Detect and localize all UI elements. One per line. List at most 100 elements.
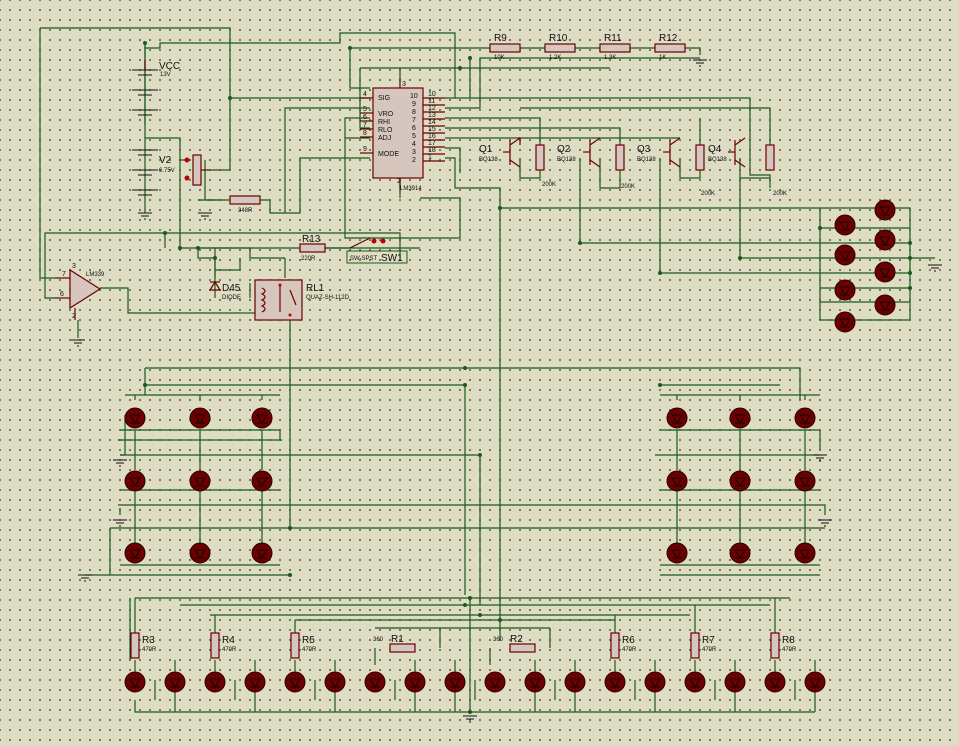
- led: [834, 311, 856, 333]
- transistors: Q1 BQ138 Q2 BQ138 Q3 BQ138 Q4 BQ138: [479, 137, 787, 197]
- q4[interactable]: Q4 BQ138: [708, 137, 746, 168]
- pin-num-r12: 12: [428, 105, 436, 112]
- led: [834, 214, 856, 236]
- led: [804, 671, 826, 693]
- r-200k-2[interactable]: 200K: [615, 144, 635, 190]
- r11[interactable]: R11 1.3K: [599, 33, 631, 61]
- svg-text:7: 7: [62, 271, 66, 278]
- led: [604, 671, 626, 693]
- r8-value: 470R: [782, 647, 797, 653]
- led: [644, 671, 666, 693]
- led: [251, 542, 273, 564]
- v2-value: 6.75V: [159, 168, 175, 174]
- rl1-relay[interactable]: RL1 QUAZ-SH-112D: [254, 279, 350, 321]
- potentiometer[interactable]: [184, 154, 211, 186]
- r3-value: 470R: [142, 647, 157, 653]
- q1[interactable]: Q1 BQ138: [479, 137, 521, 168]
- pin-rhi: RHI: [378, 119, 390, 126]
- pin-num-r17: 17: [428, 140, 436, 147]
- r2[interactable]: R2 360: [493, 634, 536, 653]
- vcc-name: VCC: [159, 61, 180, 72]
- pin-num-r3: 3: [402, 81, 406, 88]
- r5[interactable]: R5 470R: [290, 632, 317, 659]
- r-200k-1-value: 200K: [542, 182, 556, 188]
- r7[interactable]: R7 470R: [690, 632, 717, 659]
- resistor-348r[interactable]: 348R: [229, 195, 261, 214]
- q2[interactable]: Q2 BQ138: [557, 137, 601, 168]
- pin-num-2: 2: [412, 157, 416, 164]
- pin-num-r4: 4: [363, 91, 367, 98]
- q3[interactable]: Q3 BQ138: [637, 137, 681, 168]
- r3[interactable]: R3 470R: [130, 632, 157, 659]
- r13-name: R13: [302, 234, 321, 245]
- bottom-resistors: R3 470R R4 470R R5 470R R1 360 R2 360 R6…: [130, 632, 797, 659]
- r1[interactable]: R1 360: [373, 634, 416, 653]
- led: [164, 671, 186, 693]
- r6[interactable]: R6 470R: [610, 632, 637, 659]
- r7-value: 470R: [702, 647, 717, 653]
- ground-symbols: [70, 59, 943, 723]
- pin-num-r2: 2: [397, 178, 401, 185]
- svg-text:3: 3: [72, 263, 76, 270]
- pin-num-r18: 18: [428, 147, 436, 154]
- led: [666, 407, 688, 429]
- pin-num-7: 7: [412, 117, 416, 124]
- r12-name: R12: [659, 33, 678, 44]
- led: [874, 261, 896, 283]
- r2-value: 360: [493, 637, 504, 643]
- sw1-switch[interactable]: SW-SPST SW1: [346, 237, 408, 264]
- pin-num-9: 9: [412, 101, 416, 108]
- pin-num-5: 5: [412, 133, 416, 140]
- pin-num-r11: 11: [428, 98, 435, 105]
- d45-diode[interactable]: D45 DIODE: [208, 280, 241, 301]
- led: [666, 542, 688, 564]
- r13-value: 220R: [301, 256, 316, 262]
- led: [189, 407, 211, 429]
- pin-num-r1: 1: [428, 154, 432, 161]
- wires-top: [39, 27, 935, 528]
- pin-num-8: 8: [412, 109, 416, 116]
- d45-name: D45: [222, 283, 241, 294]
- lm3914-ic[interactable]: SIG VRO RHI RLO ADJ MODE 10 9 8 7 6 5 4 …: [360, 78, 445, 192]
- pin-num-3: 3: [412, 149, 416, 156]
- led: [364, 671, 386, 693]
- r4[interactable]: R4 470R: [210, 632, 237, 659]
- led: [794, 542, 816, 564]
- d45-type: DIODE: [222, 295, 241, 301]
- r5-value: 470R: [302, 647, 317, 653]
- junction-dots: [143, 41, 912, 714]
- pin-num-r10: 10: [428, 91, 436, 98]
- led: [124, 470, 146, 492]
- led: [794, 470, 816, 492]
- pin-num-r9: 9: [363, 146, 367, 153]
- led: [834, 279, 856, 301]
- q2-name: Q2: [557, 144, 571, 155]
- pin-num-r15: 15: [428, 126, 436, 133]
- q1-name: Q1: [479, 144, 493, 155]
- led: [524, 671, 546, 693]
- r12[interactable]: R12 1K: [654, 33, 686, 61]
- q4-type: BQ138: [708, 157, 727, 163]
- lm339-comparator[interactable]: 7 6 3 2 LM339: [55, 263, 105, 338]
- pin-num-10: 10: [410, 93, 418, 100]
- r10-name: R10: [549, 33, 568, 44]
- svg-text:6: 6: [60, 291, 64, 298]
- r-200k-3[interactable]: 200K: [695, 144, 715, 197]
- r8[interactable]: R8 470R: [770, 632, 797, 659]
- pin-rlo: RLO: [378, 127, 393, 134]
- q4-name: Q4: [708, 144, 722, 155]
- vcc-value: 13V: [160, 72, 171, 78]
- led: [724, 671, 746, 693]
- r10[interactable]: R10 1.2K: [544, 33, 576, 61]
- r9[interactable]: R9 10K: [489, 33, 521, 61]
- r9-name: R9: [494, 33, 507, 44]
- r1-name: R1: [391, 634, 404, 645]
- led: [189, 542, 211, 564]
- r-200k-1[interactable]: 200K: [535, 144, 556, 188]
- r13[interactable]: R13 220R: [299, 234, 326, 262]
- led: [251, 407, 273, 429]
- r-200k-4-value: 200K: [773, 191, 787, 197]
- pin-num-6: 6: [412, 125, 416, 132]
- r-200k-4[interactable]: 200K: [765, 144, 787, 197]
